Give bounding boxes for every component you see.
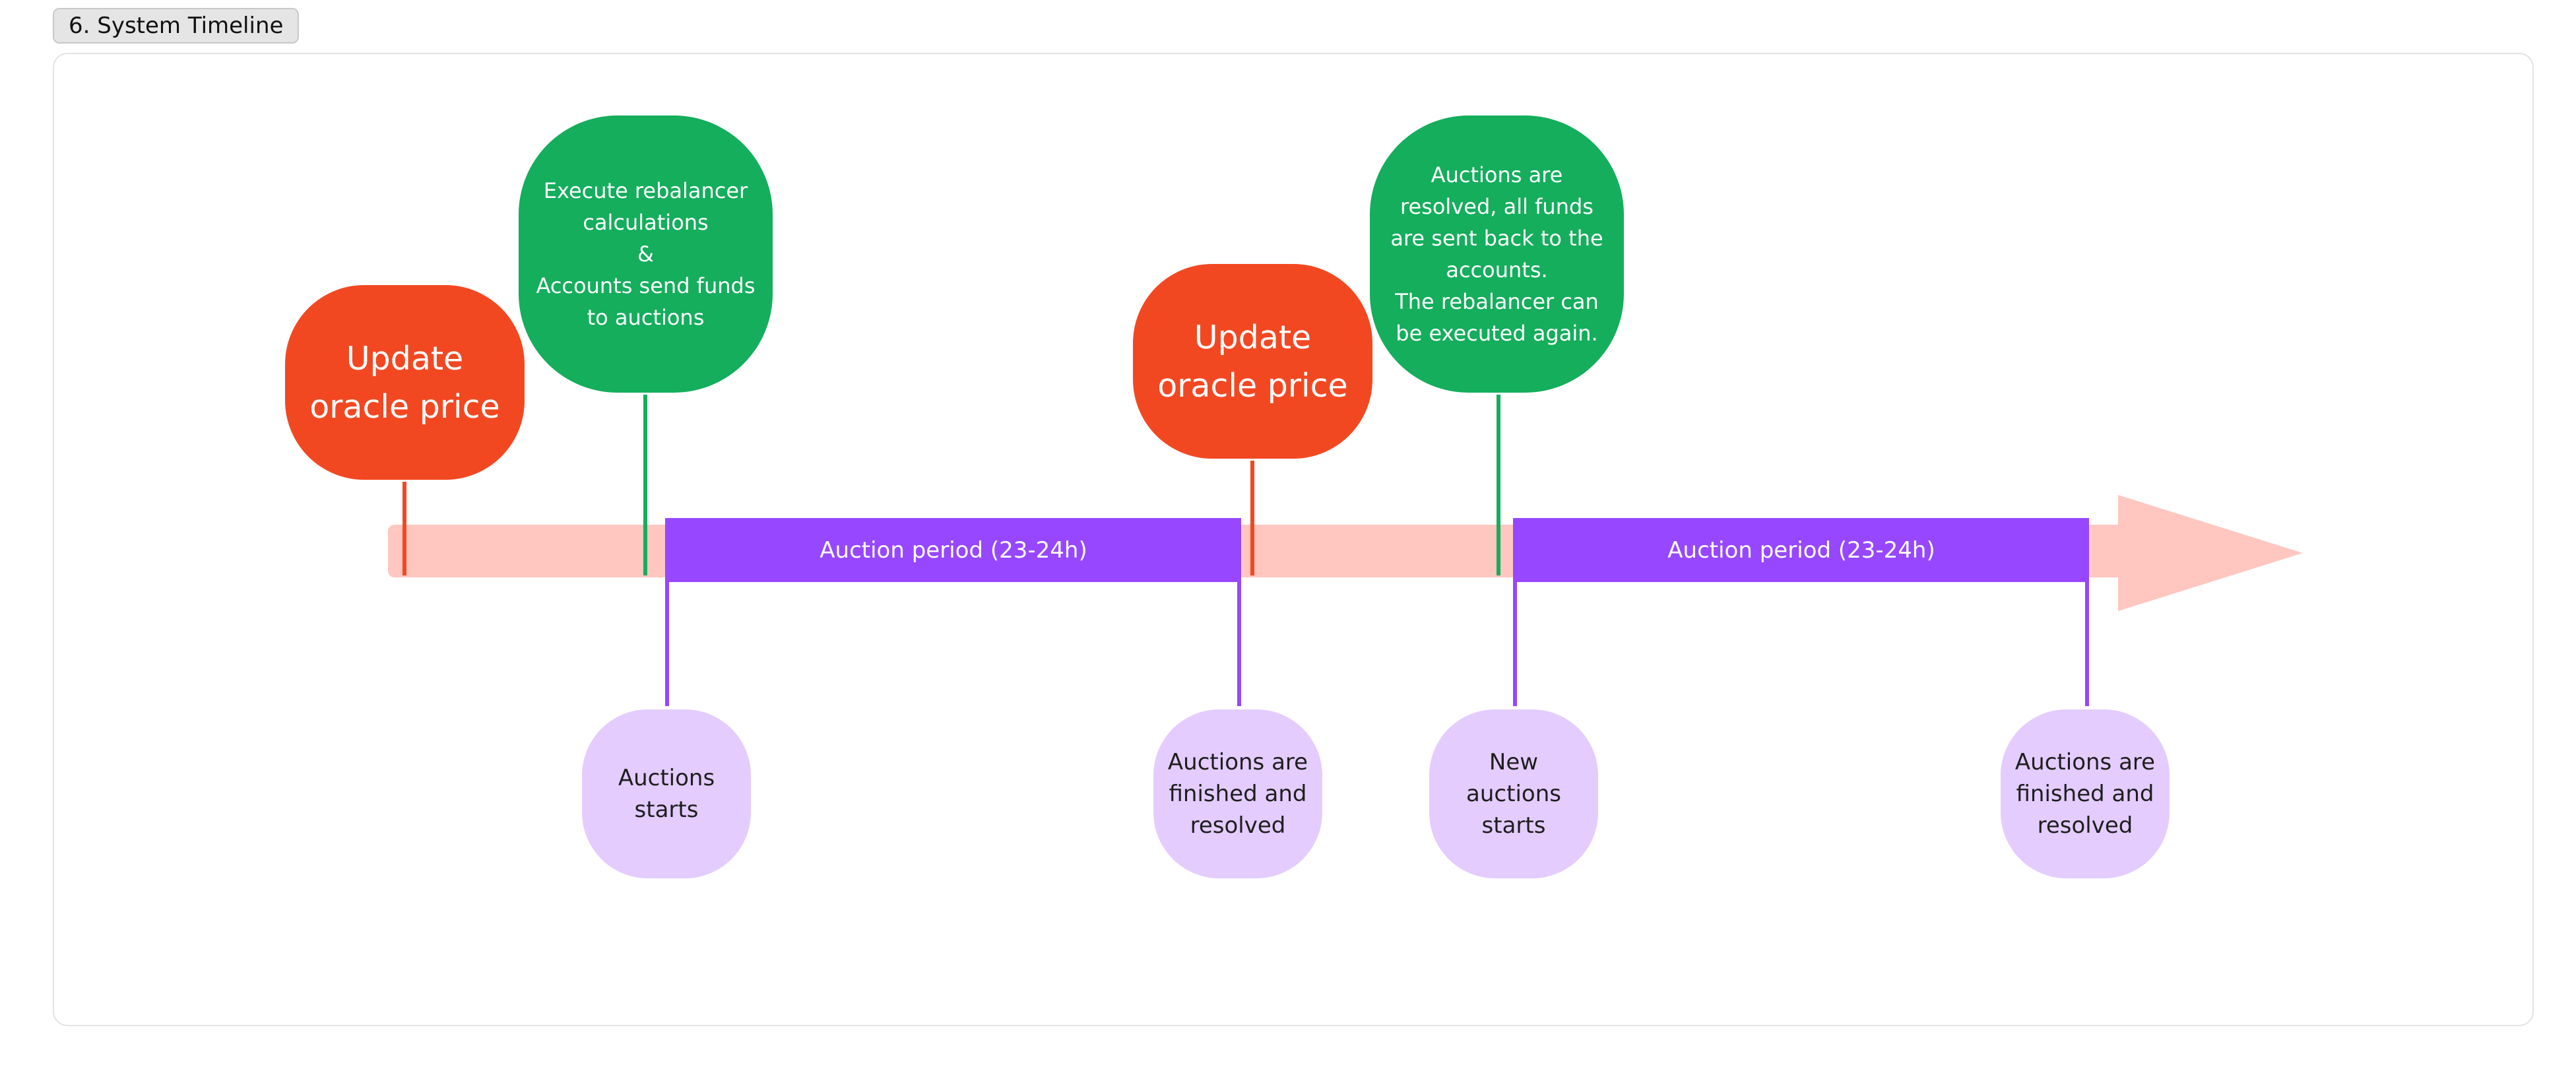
new-auctions-starts-connector bbox=[1513, 518, 1517, 706]
auctions-finished-2-connector bbox=[2085, 518, 2089, 706]
update-oracle-price-node-2: Update oracle price bbox=[1133, 264, 1372, 459]
auctions-finished-node-1: Auctions are finished and resolved bbox=[1153, 709, 1322, 878]
execute-rebalancer-node: Execute rebalancer calculations & Accoun… bbox=[519, 115, 773, 393]
auctions-finished-1-connector bbox=[1237, 518, 1241, 706]
update-oracle-price-node-1: Update oracle price bbox=[285, 285, 525, 480]
auction-period-1: Auction period (23-24h) bbox=[666, 518, 1240, 582]
timeline-arrow-head bbox=[2118, 495, 2303, 611]
auctions-finished-node-2: Auctions are finished and resolved bbox=[2001, 709, 2170, 878]
auctions-resolved-node: Auctions are resolved, all funds are sen… bbox=[1370, 115, 1624, 393]
section-title: 6. System Timeline bbox=[53, 8, 300, 44]
auctions-starts-connector bbox=[665, 518, 669, 706]
auctions-resolved-connector bbox=[1497, 395, 1500, 575]
auction-period-2: Auction period (23-24h) bbox=[1514, 518, 2088, 582]
new-auctions-starts-node: New auctions starts bbox=[1429, 709, 1598, 878]
rebalancer-connector bbox=[643, 395, 647, 575]
oracle-update-1-connector bbox=[402, 482, 406, 575]
oracle-update-2-connector bbox=[1250, 461, 1254, 575]
auctions-starts-node: Auctions starts bbox=[582, 709, 751, 878]
